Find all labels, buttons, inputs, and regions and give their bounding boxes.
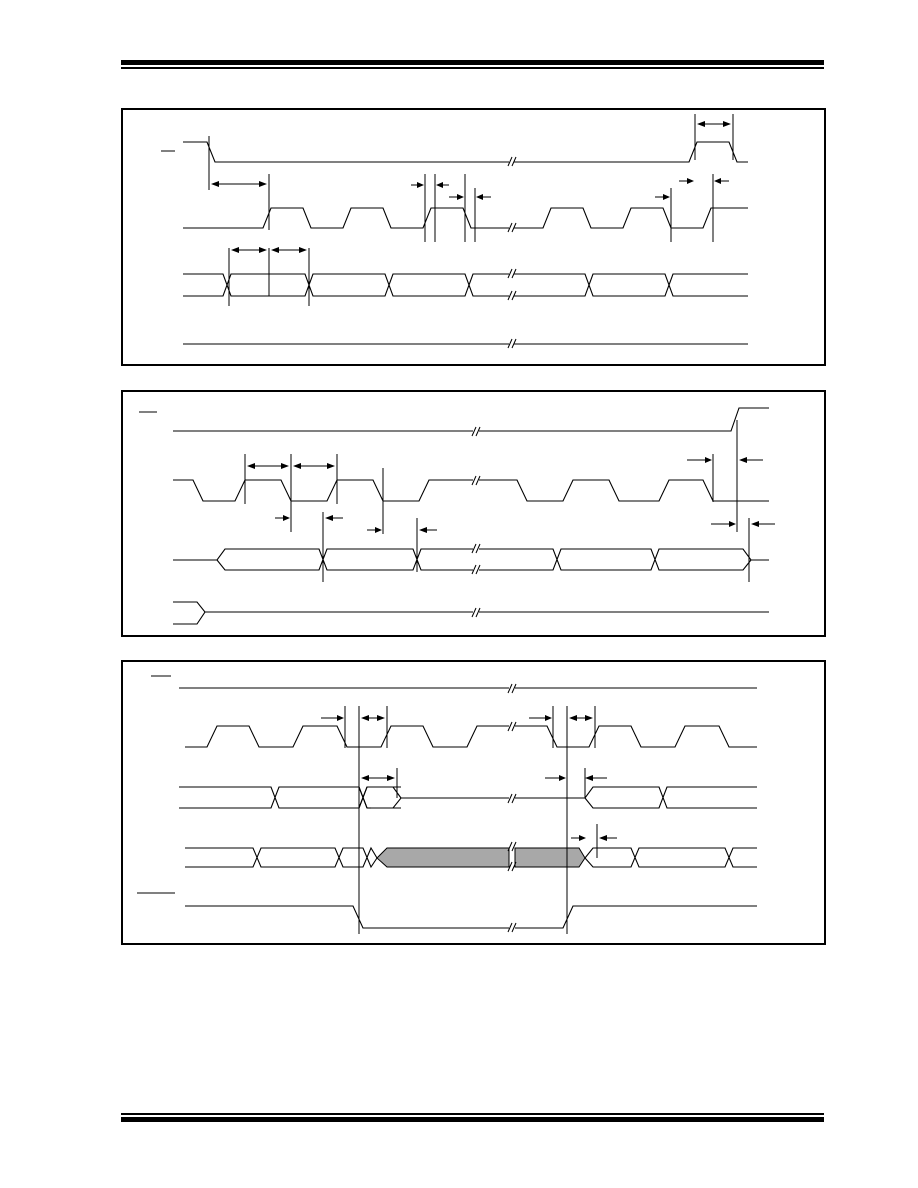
break-mark — [507, 338, 517, 349]
timing-diagram-1-drawing — [161, 114, 748, 349]
cs-waveform — [161, 141, 748, 167]
timing-arrows — [247, 457, 775, 533]
header-rule-thin — [121, 67, 824, 69]
cs-waveform — [151, 675, 757, 694]
timing-diagram-1 — [121, 108, 826, 366]
footer-rule-thin — [121, 1113, 824, 1115]
sck-waveform — [173, 475, 769, 502]
so-bus-waveform — [173, 543, 769, 575]
timing-arrows — [211, 121, 731, 253]
timing-diagram-2-drawing — [139, 407, 775, 625]
timing-markers — [344, 706, 598, 934]
si-waveform — [173, 601, 769, 625]
break-mark — [507, 156, 517, 167]
break-mark — [507, 683, 517, 694]
sck-waveform — [183, 207, 748, 233]
timing-markers — [208, 114, 734, 306]
hold-waveform — [137, 892, 757, 933]
so-bus-waveform — [185, 841, 757, 872]
break-mark — [507, 222, 517, 233]
header-rule-thick — [121, 60, 824, 65]
timing-diagram-3 — [121, 660, 826, 945]
shaded-bus-region — [376, 847, 510, 868]
footer-rule-thick — [121, 1117, 824, 1122]
timing-diagram-2 — [121, 390, 826, 637]
so-waveform — [183, 338, 748, 349]
timing-diagram-3-drawing — [137, 675, 757, 934]
break-mark — [471, 475, 481, 486]
break-mark — [507, 721, 517, 732]
break-mark — [507, 841, 517, 872]
break-mark — [471, 607, 481, 618]
break-mark — [471, 543, 481, 575]
timing-markers — [244, 420, 750, 582]
timing-arrows — [321, 715, 617, 841]
break-mark — [507, 268, 517, 301]
cs-waveform — [139, 407, 769, 437]
break-mark — [507, 793, 517, 804]
hold-bus-waveform — [179, 786, 757, 809]
sck-waveform — [185, 721, 757, 748]
si-bus-waveform — [183, 268, 748, 301]
break-mark — [507, 922, 517, 933]
break-mark — [471, 426, 481, 437]
